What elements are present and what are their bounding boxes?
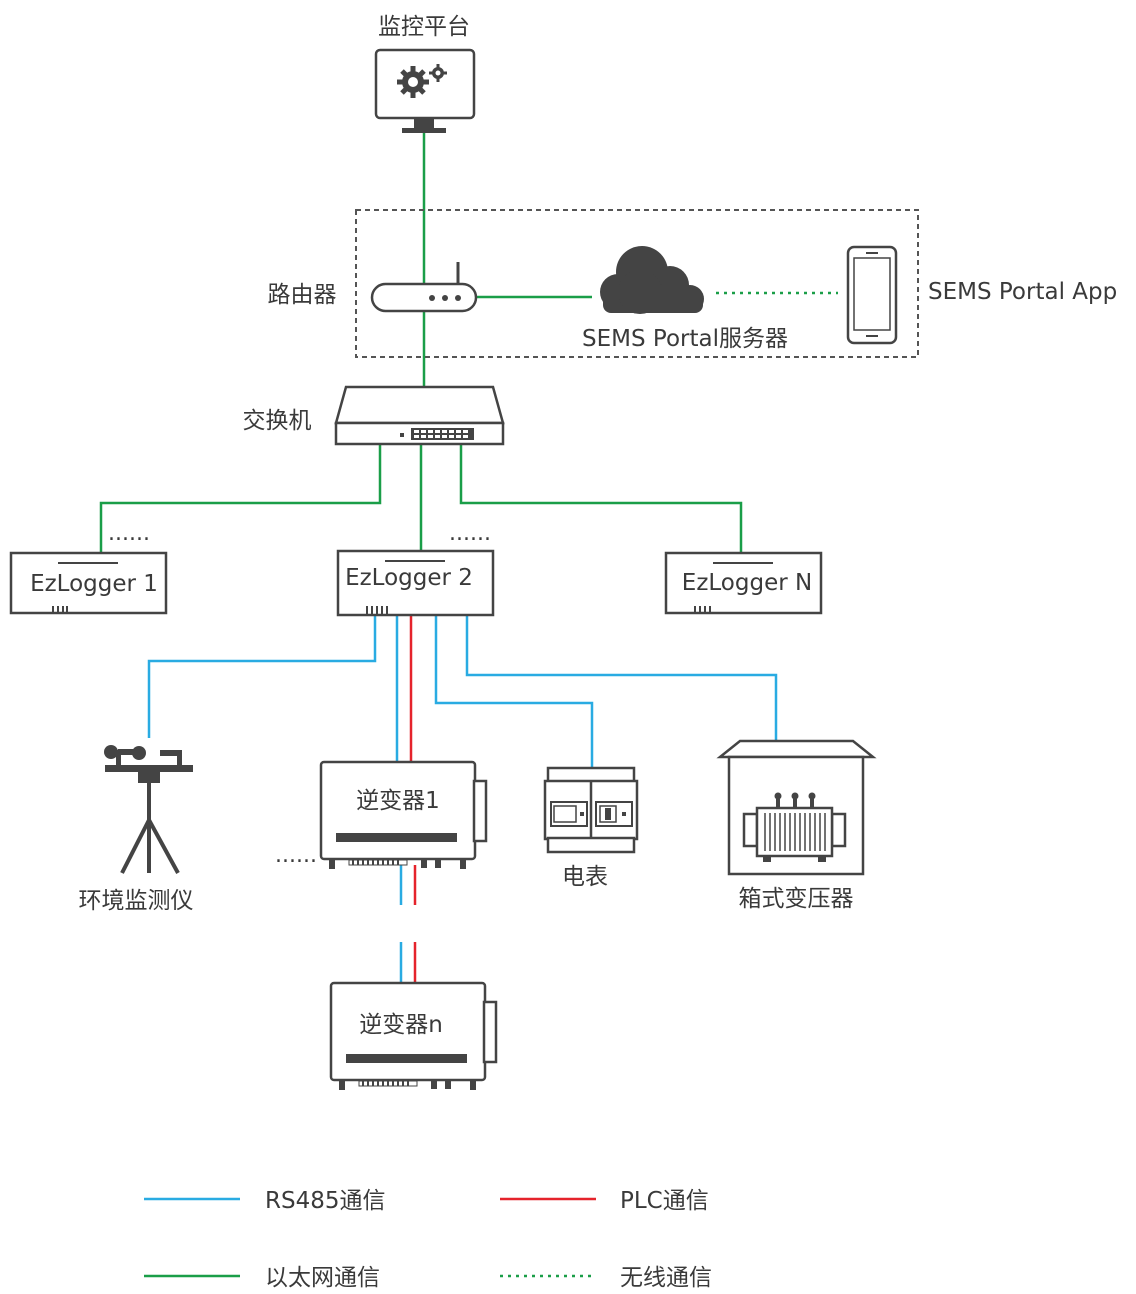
rs485-line-transformer: [465, 616, 778, 741]
legend-label-plc: PLC通信: [620, 1188, 709, 1214]
router: 路由器: [268, 262, 478, 313]
transformer-label: 箱式变压器: [739, 886, 854, 912]
electric-meter: 电表: [543, 766, 639, 890]
monitor-label: 监控平台: [378, 14, 470, 40]
transformer-icon: [742, 792, 847, 862]
weather-label: 环境监测仪: [79, 888, 194, 914]
switch-label: 交换机: [243, 408, 312, 434]
ezlogger-2: EzLogger 2 ......: [336, 521, 495, 617]
cloud-service-boundary: [355, 209, 919, 358]
connections: [99, 133, 838, 983]
inverterN-label: 逆变器n: [359, 1012, 443, 1038]
rs485-line-meter: [434, 616, 594, 770]
rs485-line-weather: [147, 616, 377, 738]
inverter-n: 逆变器n: [329, 981, 498, 1090]
loggerN-label: EzLogger N: [682, 570, 812, 596]
gear-icon: [397, 64, 447, 98]
monitor-platform: 监控平台: [374, 14, 476, 133]
meter-label: 电表: [562, 864, 608, 890]
ezlogger-1: EzLogger 1 ......: [9, 521, 168, 615]
inverter1-ellipsis: ......: [275, 843, 317, 868]
logger2-label: EzLogger 2: [345, 565, 473, 591]
legend-item-wireless: 无线通信: [500, 1265, 712, 1291]
legend-item-rs485: RS485通信: [144, 1188, 385, 1214]
app-label: SEMS Portal App: [928, 279, 1117, 305]
ezlogger-n: EzLogger N: [664, 551, 823, 615]
legend-item-ethernet: 以太网通信: [144, 1265, 380, 1291]
legend-label-rs485: RS485通信: [265, 1188, 385, 1214]
phone-app: SEMS Portal App: [846, 245, 1117, 345]
legend-label-ethernet: 以太网通信: [265, 1265, 380, 1291]
cloud-icon: [600, 246, 704, 314]
legend: RS485通信 PLC通信 以太网通信 无线通信: [144, 1188, 712, 1291]
weather-station-icon: [104, 745, 193, 874]
legend-label-wireless: 无线通信: [620, 1265, 712, 1291]
router-label: 路由器: [268, 282, 337, 308]
logger1-ellipsis: ......: [108, 521, 150, 546]
weather-station: 环境监测仪: [79, 745, 194, 914]
cloud-label: SEMS Portal服务器: [582, 326, 788, 352]
cloud-server: SEMS Portal服务器: [582, 246, 788, 352]
network-switch: 交换机: [243, 385, 505, 446]
legend-item-plc: PLC通信: [500, 1188, 709, 1214]
ethernet-line-switch-loggerN: [459, 444, 743, 553]
logger2-ellipsis: ......: [449, 521, 491, 546]
box-transformer: 箱式变压器: [716, 739, 877, 912]
inverter1-label: 逆变器1: [356, 788, 440, 814]
inverter-1: 逆变器1 ......: [275, 760, 488, 869]
ethernet-line-switch-logger1: [99, 444, 382, 553]
switch-ports: [400, 428, 474, 440]
logger1-label: EzLogger 1: [30, 571, 158, 597]
